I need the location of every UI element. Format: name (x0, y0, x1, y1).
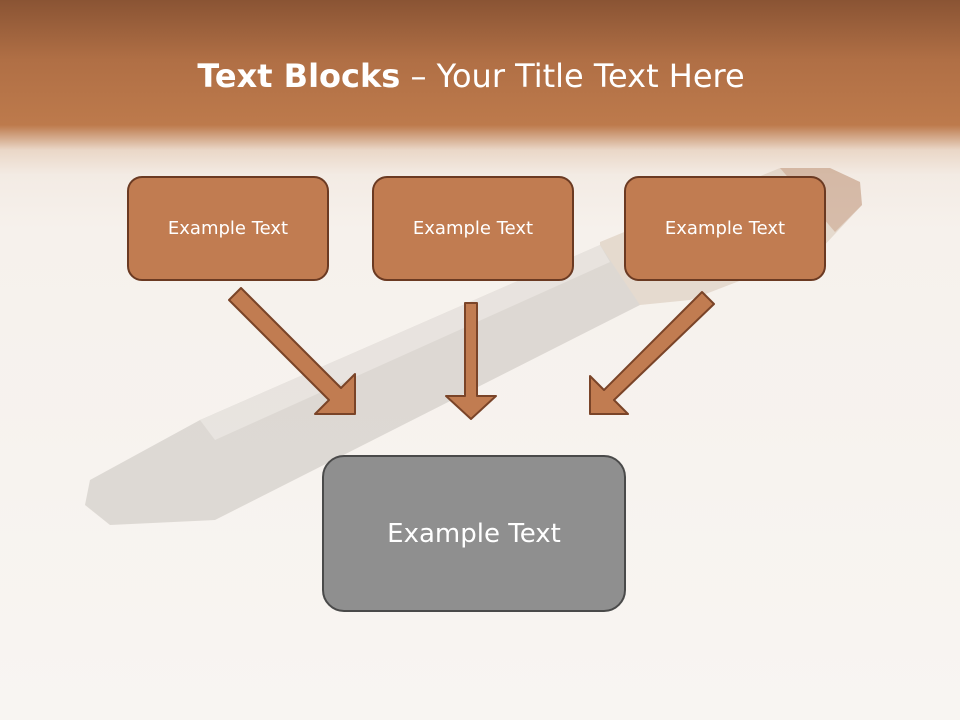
text-block-label: Example Text (664, 218, 786, 239)
text-block-label: Example Text (167, 218, 289, 239)
slide-title: Text Blocks – Your Title Text Here (0, 56, 942, 96)
title-dash: – (400, 57, 437, 95)
arrow-right (589, 291, 715, 415)
text-block-center[interactable]: Example Text (372, 176, 574, 281)
arrow-center (445, 302, 497, 420)
title-bold: Text Blocks (197, 57, 401, 95)
title-rest: Your Title Text Here (436, 57, 745, 95)
text-block-label: Example Text (412, 218, 534, 239)
text-block-left[interactable]: Example Text (127, 176, 329, 281)
arrow-left (228, 287, 356, 415)
target-block-label: Example Text (387, 518, 561, 549)
text-block-right[interactable]: Example Text (624, 176, 826, 281)
target-text-block[interactable]: Example Text (322, 455, 626, 612)
